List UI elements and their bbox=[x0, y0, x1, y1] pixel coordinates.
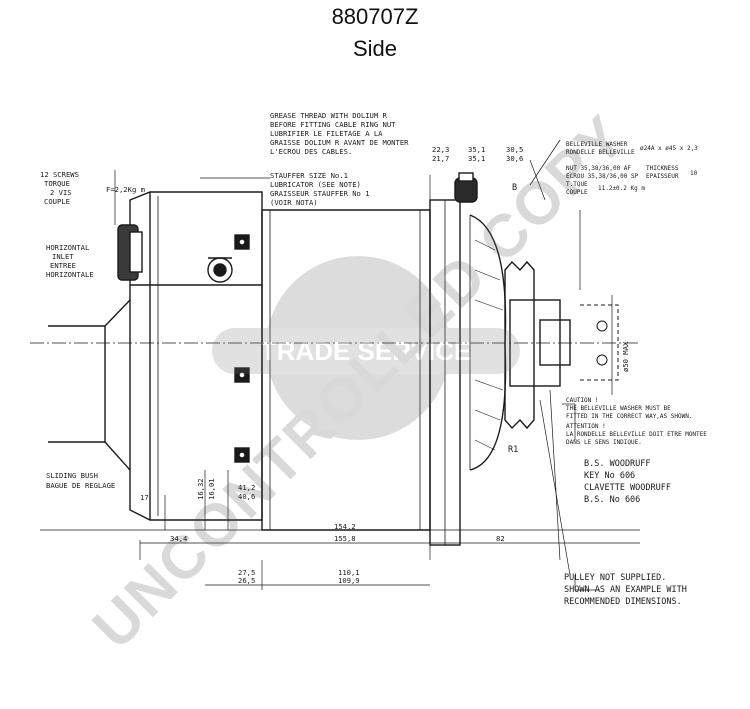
dim-17: 17 bbox=[140, 493, 149, 502]
cable-inlet-stub bbox=[48, 325, 106, 443]
dim-34-4: 34,4 bbox=[170, 534, 187, 543]
watermark-badge-circle bbox=[266, 256, 450, 440]
watermark-badge-text: TRADE SERVICE bbox=[261, 336, 471, 366]
drawing-subtitle: Side bbox=[352, 36, 398, 61]
note-pulley-3: RECOMMENDED DIMENSIONS. bbox=[564, 597, 682, 607]
note-inlet-4: HORIZONTALE bbox=[46, 270, 94, 279]
dim-21-7: 21,7 bbox=[432, 154, 449, 163]
pulley bbox=[504, 260, 571, 430]
stauffer-lubricator bbox=[454, 172, 478, 203]
label-r1: R1 bbox=[508, 445, 518, 455]
note-grease-1: GREASE THREAD WITH DOLIUM R bbox=[270, 111, 388, 120]
note-grease-2: BEFORE FITTING CABLE RING NUT bbox=[270, 120, 396, 129]
note-grease-3: LUBRIFIER LE FILETAGE A LA bbox=[270, 129, 383, 138]
dim-109-9: 109,9 bbox=[338, 576, 360, 585]
dim-35-1a: 35,1 bbox=[468, 145, 485, 154]
note-inlet-2: INLET bbox=[52, 252, 74, 261]
note-attention-1: ATTENTION ! bbox=[566, 423, 606, 430]
dim-110-1: 110,1 bbox=[338, 568, 360, 577]
note-key-2: KEY No 606 bbox=[584, 471, 635, 481]
note-screws-2: TORQUE bbox=[44, 179, 70, 188]
note-screws-4: COUPLE bbox=[44, 197, 70, 206]
annotations: GREASE THREAD WITH DOLIUM R BEFORE FITTI… bbox=[40, 111, 707, 607]
note-stauffer-4: (VOIR NOTA) bbox=[270, 198, 318, 207]
note-attention-2: LA RONDELLE BELLEVILLE DOIT ETRE MONTEE bbox=[566, 431, 707, 438]
note-stauffer-2: LUBRICATOR (SEE NOTE) bbox=[270, 180, 361, 189]
note-key-1: B.S. WOODRUFF bbox=[584, 459, 651, 469]
note-pulley-2: SHOWN AS AN EXAMPLE WITH bbox=[564, 585, 687, 595]
note-washer-1: BELLEVILLE WASHER bbox=[566, 141, 628, 148]
dim-82: 82 bbox=[496, 534, 505, 543]
note-caution-1: CAUTION ! bbox=[566, 397, 599, 404]
note-key-3: CLAVETTE WOODRUFF bbox=[584, 483, 671, 493]
note-nut-1: NUT 35,38/36,00 AF bbox=[566, 165, 631, 172]
note-torque-val: 11.2±0.2 Kg m bbox=[598, 185, 645, 192]
note-bush-1: SLIDING BUSH bbox=[46, 471, 98, 480]
note-stauffer-1: STAUFFER SIZE No.1 bbox=[270, 171, 348, 180]
dim-155-8: 155,8 bbox=[334, 534, 356, 543]
dim-30-6: 30,6 bbox=[506, 154, 523, 163]
note-nut-2: ECROU 35,38/36,00 SP bbox=[566, 173, 639, 180]
note-inlet-3: ENTREE bbox=[50, 261, 76, 270]
note-inlet-1: HORIZONTAL bbox=[46, 243, 89, 252]
dim-22-3: 22,3 bbox=[432, 145, 449, 154]
note-grease-4: GRAISSE DOLIUM R AVANT DE MONTER bbox=[270, 138, 409, 147]
alternator-side-view bbox=[30, 139, 640, 591]
dim-30-5: 30,5 bbox=[506, 145, 523, 154]
dim-40-6: 40,6 bbox=[238, 492, 255, 501]
note-screws-torque: F=2,2Kg m bbox=[106, 185, 145, 194]
dim-35-1b: 35,1 bbox=[468, 154, 485, 163]
dim-16-01: 16,01 bbox=[207, 478, 216, 500]
note-caution-3: FITTED IN THE CORRECT WAY,AS SHOWN. bbox=[566, 413, 692, 420]
note-screws-1: 12 SCREWS bbox=[40, 170, 79, 179]
note-torque-1: T.TQUE bbox=[566, 181, 588, 188]
shaft-end bbox=[580, 304, 619, 381]
note-attention-3: DANS LE SENS INDIQUE. bbox=[566, 439, 642, 446]
label-b: B bbox=[512, 183, 517, 193]
dim-26-5: 26,5 bbox=[238, 576, 255, 585]
dim-diameter-50: ø50 MAX bbox=[621, 341, 630, 372]
dim-41-2: 41,2 bbox=[238, 483, 255, 492]
dim-16-32: 16,32 bbox=[196, 478, 205, 500]
note-thickness-2: EPAISSEUR bbox=[646, 173, 679, 180]
note-key-4: B.S. No 606 bbox=[584, 495, 640, 505]
note-thickness-val: 10 bbox=[690, 170, 698, 177]
note-bush-2: BAGUE DE REGLAGE bbox=[46, 481, 115, 490]
note-torque-2: COUPLE bbox=[566, 189, 588, 196]
note-screws-3: 2 VIS bbox=[50, 188, 72, 197]
dim-27-5: 27,5 bbox=[238, 568, 255, 577]
drawing-title: 880707Z bbox=[331, 4, 419, 29]
note-thickness-1: THICKNESS bbox=[646, 165, 679, 172]
note-grease-5: L'ECROU DES CABLES. bbox=[270, 147, 352, 156]
dim-154-2: 154,2 bbox=[334, 522, 356, 531]
note-washer-2: RONDELLE BELLEVILLE bbox=[566, 149, 635, 156]
note-caution-2: THE BELLEVILLE WASHER MUST BE bbox=[566, 405, 671, 412]
note-stauffer-3: GRAISSEUR STAUFFER No 1 bbox=[270, 189, 370, 198]
note-washer-spec: ø24A x ø45 x 2,3 bbox=[640, 145, 698, 152]
note-pulley-1: PULLEY NOT SUPPLIED. bbox=[564, 573, 666, 583]
